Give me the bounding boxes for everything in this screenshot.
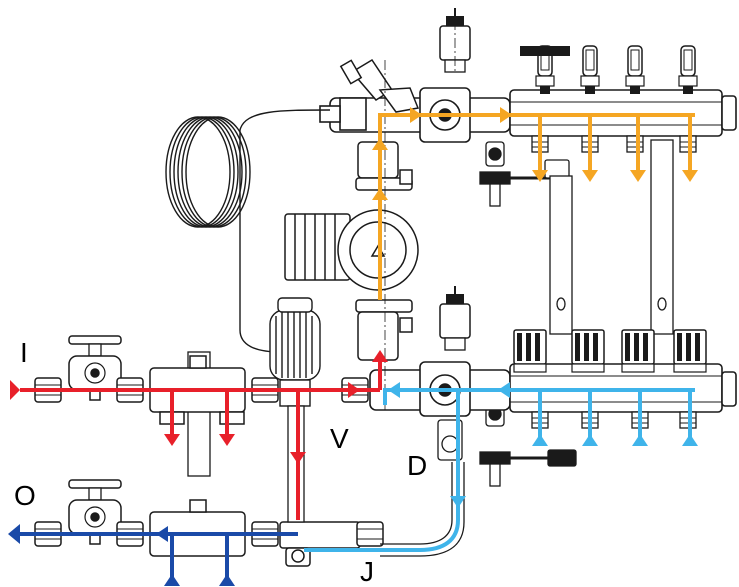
label-diverter: D <box>407 450 428 481</box>
center-lines <box>384 20 456 410</box>
hot-supply-arrows <box>10 350 388 464</box>
drain-valve-upper <box>479 141 570 207</box>
label-junction: J <box>360 556 374 587</box>
flowmeter-4 <box>678 45 698 95</box>
cool-return-arrows <box>388 382 698 508</box>
flowmeter-3 <box>625 45 645 95</box>
cool-return-flow <box>304 388 695 552</box>
mixing-valve <box>269 297 321 407</box>
label-valve: V <box>330 423 349 454</box>
outlet-pipeline <box>34 479 384 567</box>
label-inlet: I <box>20 337 28 368</box>
flowmeter-2 <box>580 45 600 95</box>
lower-outlet-ports <box>531 411 697 429</box>
thermostat-head <box>339 58 420 113</box>
capillary-coil <box>165 109 331 353</box>
mixed-supply-flow <box>378 113 695 300</box>
air-vent-lower <box>439 285 471 351</box>
drain-valve-lower <box>479 401 577 487</box>
label-outlet: O <box>14 480 36 511</box>
mixed-supply-arrows <box>372 107 698 200</box>
mounting-brackets <box>187 139 674 477</box>
flowmeters <box>520 45 698 95</box>
cold-return-arrows <box>8 524 235 586</box>
